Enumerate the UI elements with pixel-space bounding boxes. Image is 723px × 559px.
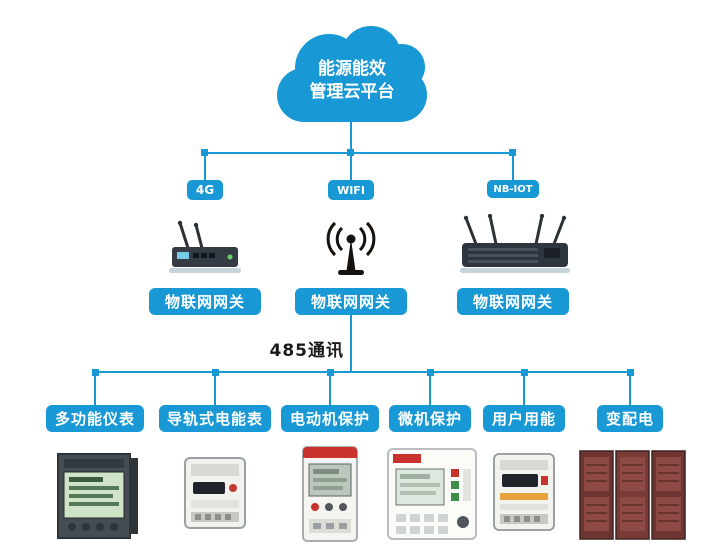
device-label-user-energy: 用户用能	[483, 405, 565, 432]
connector-drop-device-6	[629, 371, 631, 407]
device-label-motor-protection: 电动机保护	[281, 405, 379, 432]
user-energy-meter-image	[481, 448, 567, 542]
connector-drop-4g	[204, 152, 206, 182]
badge-nb-iot: NB-IOT	[487, 180, 539, 198]
connector-drop-device-5	[523, 371, 525, 407]
cloud-platform: 能源能效 管理云平台	[277, 26, 427, 126]
connector-drop-nbiot	[512, 152, 514, 182]
cloud-title-line2: 管理云平台	[309, 82, 395, 102]
router-4g-image	[160, 220, 250, 286]
device-label-multifunction-meter: 多功能仪表	[46, 405, 144, 432]
connector-top-bus	[204, 152, 514, 154]
motor-protection-image	[294, 443, 366, 549]
router-nbiot-image	[454, 213, 576, 284]
badge-4g: 4G	[187, 180, 223, 200]
connector-drop-device-3	[329, 371, 331, 407]
badge-wifi: WIFI	[328, 180, 374, 200]
bus-485-label: 485通讯	[269, 341, 344, 361]
gateway-label-2: 物联网网关	[295, 288, 407, 315]
connector-cloud-stem	[350, 118, 352, 154]
connector-drop-device-4	[429, 371, 431, 407]
device-label-din-rail-meter: 导轨式电能表	[159, 405, 271, 432]
multifunction-meter-image	[52, 446, 142, 550]
device-label-distribution: 变配电	[597, 405, 663, 432]
connector-drop-device-1	[94, 371, 96, 407]
connector-drop-device-2	[214, 371, 216, 407]
connector-drop-wifi	[350, 152, 352, 182]
connector-bottom-bus	[94, 371, 632, 373]
wifi-antenna-icon	[323, 220, 379, 282]
connector-485-stem	[350, 315, 352, 373]
gateway-label-3: 物联网网关	[457, 288, 569, 315]
micro-protection-image	[383, 444, 481, 548]
cloud-platform-title: 能源能效 管理云平台	[277, 58, 427, 104]
cloud-shape	[277, 68, 427, 122]
distribution-cabinets-image	[577, 443, 689, 549]
device-label-micro-protection: 微机保护	[389, 405, 471, 432]
din-rail-meter-image	[173, 452, 257, 540]
cloud-title-line1: 能源能效	[318, 59, 386, 79]
gateway-label-1: 物联网网关	[149, 288, 261, 315]
